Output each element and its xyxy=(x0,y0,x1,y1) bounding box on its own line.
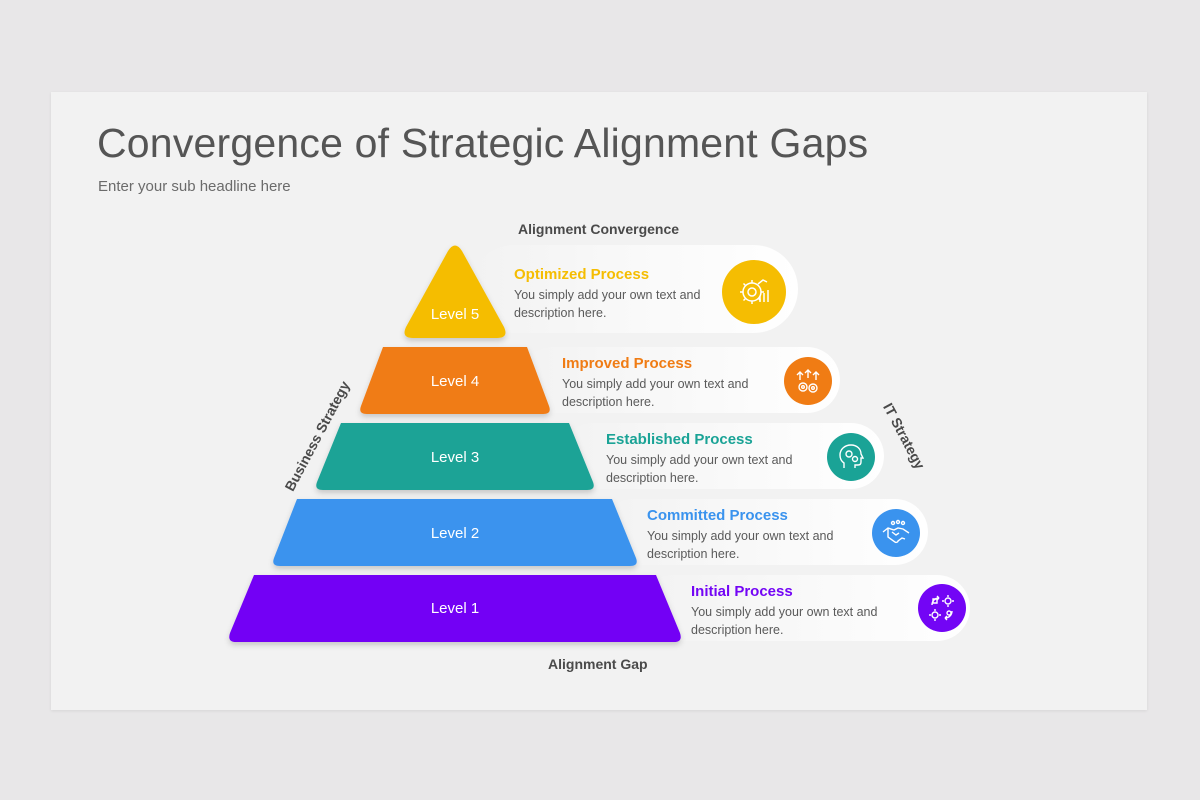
level-1-shape xyxy=(229,575,681,642)
gears-growth-icon xyxy=(784,357,832,405)
level-4-label: Level 4 xyxy=(430,373,480,390)
level-3-card: Established Process You simply add your … xyxy=(606,431,806,487)
level-2-label: Level 2 xyxy=(430,525,480,542)
axis-label-top: Alignment Convergence xyxy=(518,221,680,237)
level-1-desc: You simply add your own text and descrip… xyxy=(691,605,878,637)
level-3-desc: You simply add your own text and descrip… xyxy=(606,453,793,485)
gear-chart-icon xyxy=(722,260,786,324)
level-3-shape xyxy=(316,423,594,490)
level-5-shape xyxy=(404,245,506,338)
process-cycle-icon xyxy=(918,584,966,632)
handshake-icon xyxy=(872,509,920,557)
level-1-card: Initial Process You simply add your own … xyxy=(691,583,891,639)
level-5-title: Optimized Process xyxy=(514,266,650,283)
level-3-label: Level 3 xyxy=(430,449,480,466)
level-2-desc: You simply add your own text and descrip… xyxy=(647,529,834,561)
level-4-shape xyxy=(360,347,550,414)
level-2-card: Committed Process You simply add your ow… xyxy=(647,507,847,563)
level-2-title: Committed Process xyxy=(647,507,788,524)
page-subtitle: Enter your sub headline here xyxy=(98,178,291,195)
level-4-title: Improved Process xyxy=(562,355,693,372)
level-1-label: Level 1 xyxy=(430,600,480,617)
level-5-label: Level 5 xyxy=(430,306,480,323)
axis-label-bottom: Alignment Gap xyxy=(548,656,648,672)
level-1-title: Initial Process xyxy=(691,583,793,600)
level-5-card: Optimized Process You simply add your ow… xyxy=(514,266,714,322)
level-3-title: Established Process xyxy=(606,431,753,448)
level-4-desc: You simply add your own text and descrip… xyxy=(562,377,749,409)
level-4-card: Improved Process You simply add your own… xyxy=(562,355,762,411)
head-gears-icon xyxy=(827,433,875,481)
level-5-desc: You simply add your own text and descrip… xyxy=(514,288,701,320)
level-2-shape xyxy=(273,499,637,566)
level-1-pill xyxy=(640,575,970,641)
page-title: Convergence of Strategic Alignment Gaps xyxy=(97,120,869,166)
